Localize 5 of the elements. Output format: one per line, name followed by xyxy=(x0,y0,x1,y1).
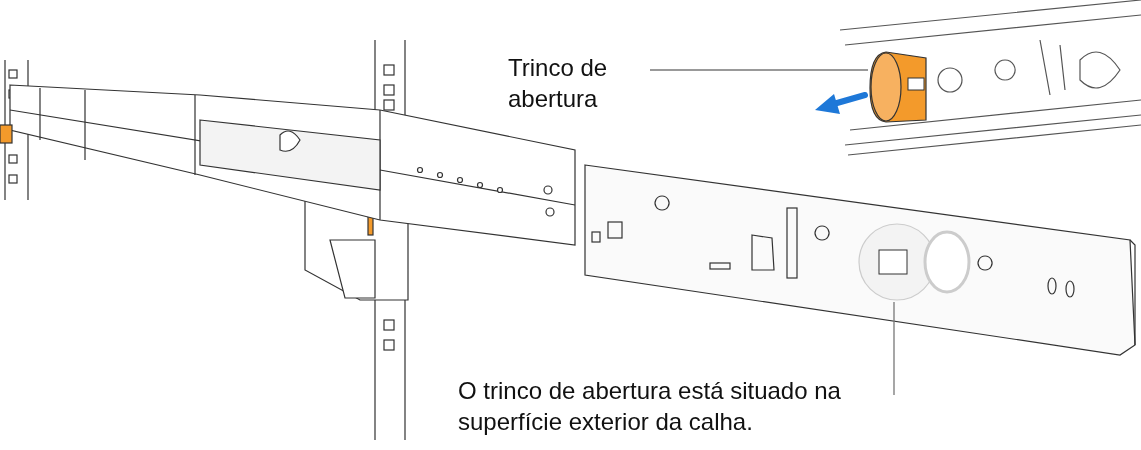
leader-line xyxy=(649,69,869,71)
callout-label: Trinco de abertura xyxy=(508,52,648,116)
leader-line xyxy=(893,301,895,396)
callout-label: O trinco de abertura está situado na superfície exterior da calha. xyxy=(458,375,894,439)
latch-drawing xyxy=(855,222,973,302)
